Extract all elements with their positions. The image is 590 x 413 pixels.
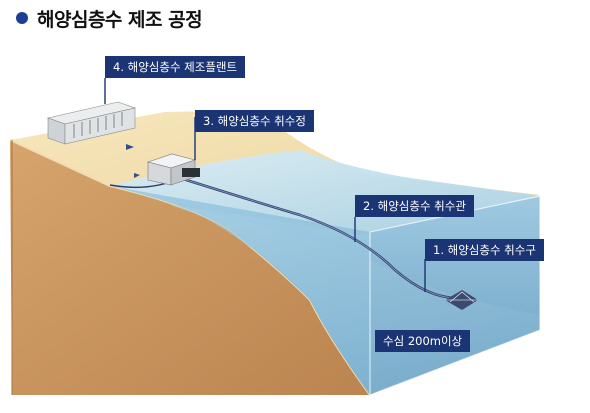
flow-arrow-icon [134,173,140,178]
label-intake-well: 3. 해양심층수 취수정 [195,110,314,132]
label-plant: 4. 해양심층수 제조플랜트 [105,56,246,78]
plant-building [46,101,137,145]
page-title: 해양심층수 제조 공정 [16,6,203,31]
title-text: 해양심층수 제조 공정 [37,8,203,31]
flow-arrow-icon [126,144,134,150]
land-cross-section [10,140,370,395]
label-intake-pipe: 2. 해양심층수 취수관 [355,195,474,217]
label-depth: 수심 200m이상 [375,330,471,352]
label-intake-head: 1. 해양심층수 취수구 [425,239,544,261]
bullet-icon [16,12,28,24]
intake-head-structure [445,290,478,310]
